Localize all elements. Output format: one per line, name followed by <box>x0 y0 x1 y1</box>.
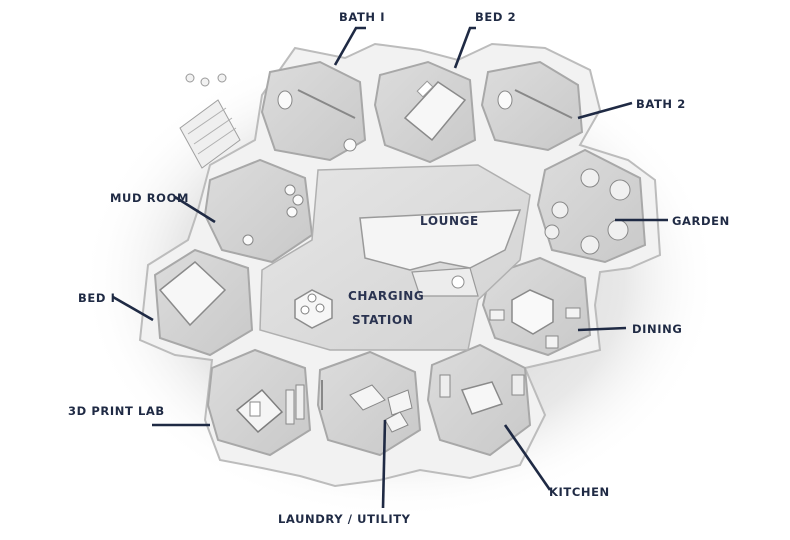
bath2-toilet <box>497 90 513 110</box>
lounge-sofa <box>359 209 522 271</box>
label-charging-line1: CHARGING <box>348 289 424 303</box>
leader-bath1 <box>333 26 366 66</box>
label-bed2: BED 2 <box>475 10 516 24</box>
label-kitchen: KITCHEN <box>549 485 610 499</box>
exterior-steps <box>179 99 241 169</box>
charging-station-unit <box>294 289 333 329</box>
label-garden: GARDEN <box>672 214 730 228</box>
lounge-furniture <box>294 209 522 329</box>
leader-kitchen <box>503 424 552 491</box>
label-lounge: LOUNGE <box>420 214 479 228</box>
charging-dot-c <box>300 305 310 315</box>
bed2-bed <box>403 81 467 142</box>
lounge-stool <box>451 275 465 289</box>
leader-bed2 <box>453 26 476 69</box>
lounge-sofa-arm <box>411 267 479 297</box>
leader-bed1 <box>112 295 154 322</box>
kitchen-island <box>460 381 504 415</box>
label-charging-line2: STATION <box>352 313 413 327</box>
leader-mudroom <box>174 195 216 224</box>
internal-labels: LOUNGE CHARGING STATION <box>348 214 479 327</box>
bed1-bed <box>158 261 227 327</box>
charging-dot-b <box>315 303 325 313</box>
leader-laundry <box>381 419 387 509</box>
label-bath1: BATH I <box>339 10 385 24</box>
label-printlab: 3D PRINT LAB <box>68 404 165 418</box>
label-bed1: BED I <box>78 291 115 305</box>
leader-lines <box>112 26 668 509</box>
leader-dining <box>577 326 627 332</box>
bath1-toilet <box>277 90 293 110</box>
charging-dot-a <box>307 293 317 303</box>
label-laundry: LAUNDRY / UTILITY <box>278 512 411 526</box>
bath2-room <box>480 60 584 152</box>
room-furniture <box>158 73 631 434</box>
dining-table <box>511 289 554 335</box>
label-mudroom: MUD ROOM <box>110 191 189 205</box>
leader-bath2 <box>577 101 633 120</box>
bath1-sink <box>343 138 357 152</box>
mud-room <box>203 158 314 264</box>
label-bath2: BATH 2 <box>636 97 686 111</box>
label-dining: DINING <box>632 322 682 336</box>
room-labels: BATH I BED 2 BATH 2 MUD ROOM GARDEN BED … <box>68 10 730 526</box>
